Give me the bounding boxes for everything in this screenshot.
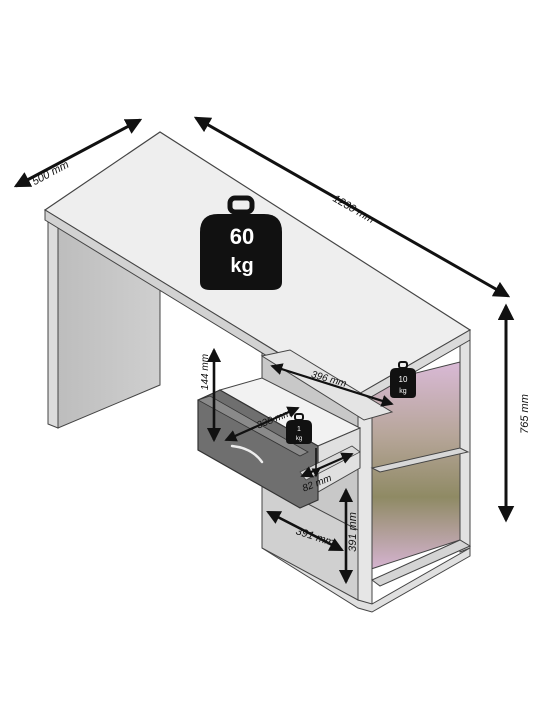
height-label: 765 mm	[519, 394, 531, 434]
width-arrow	[193, 116, 511, 298]
desktop-load-value: 60	[230, 224, 254, 249]
shelf-load-weight-icon: 10 kg	[390, 361, 416, 398]
shelf-depth-arrow	[270, 363, 394, 407]
shelf-load-value: 10	[399, 375, 408, 384]
drawer-width-arrow	[300, 452, 354, 478]
desktop-load-weight-icon: 60 kg	[200, 195, 282, 290]
drawer-height-label: 144 mm	[200, 354, 211, 390]
depth-label: 500 mm	[30, 159, 71, 188]
drawer-load-weight-icon: 1 kg	[286, 413, 312, 444]
cabinet-height-label: 391 mm	[347, 512, 359, 552]
drawer-handle	[230, 444, 264, 464]
desktop-load-unit: kg	[230, 255, 253, 277]
width-label: 1230 mm	[331, 193, 377, 226]
drawer-depth-arrow	[224, 406, 300, 442]
depth-arrow	[13, 118, 143, 188]
cabinet-depth-arrow	[266, 510, 344, 552]
shelf-load-unit: kg	[399, 388, 407, 395]
drawer-load-unit: kg	[296, 436, 302, 442]
drawer-load-value: 1	[297, 426, 301, 433]
middle-shelf	[370, 447, 470, 473]
dimension-arrows	[13, 116, 515, 585]
